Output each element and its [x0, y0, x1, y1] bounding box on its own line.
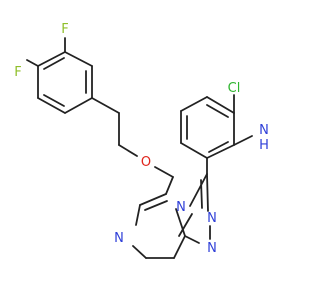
ethoxy-linker	[91, 97, 174, 178]
atom-n-pyrazine: N	[114, 231, 124, 246]
atom-n-triazole-1: N	[207, 211, 217, 226]
molecule-canvas: F F Cl N H O N N N N	[14, 22, 269, 259]
atom-o: O	[141, 155, 151, 170]
difluorophenyl-ring	[37, 51, 93, 114]
pyrazine-ring	[132, 176, 193, 259]
atom-cl: Cl	[228, 81, 241, 96]
atom-nh2-h: H	[259, 138, 269, 153]
bond-nh2	[233, 135, 253, 146]
atom-nh2-n: N	[259, 123, 269, 138]
atom-f-top: F	[61, 22, 68, 37]
atom-n-bridge: N	[176, 200, 186, 215]
structure-diagram: F F Cl N H O N N N N	[14, 22, 269, 259]
chloroaniline-ring	[180, 96, 235, 175]
bond-f-left	[26, 59, 39, 67]
atom-n-triazole-2: N	[207, 241, 217, 256]
triazole-ring	[184, 173, 211, 244]
atom-f-left: F	[14, 65, 21, 80]
